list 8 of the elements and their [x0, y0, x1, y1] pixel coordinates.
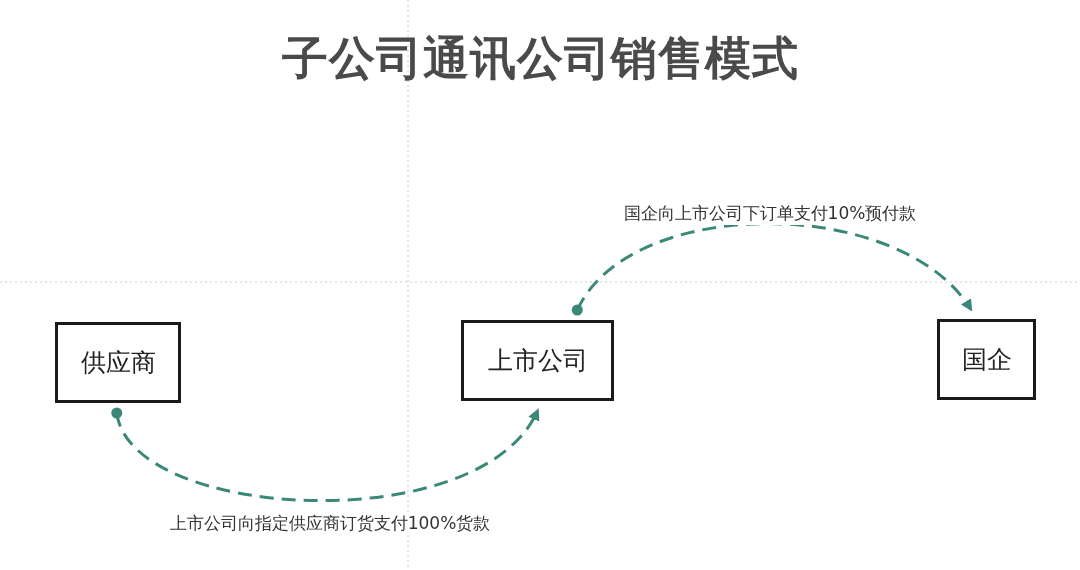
- dashed-arrow: [111, 407, 540, 502]
- entity-box: [937, 319, 1036, 400]
- node-label: 上市公司: [487, 345, 588, 377]
- entity-box: [461, 320, 614, 401]
- node-label: 国企: [961, 344, 1012, 376]
- diagram-title: 子公司通讯公司销售模式: [280, 30, 800, 87]
- node-label: 供应商: [80, 347, 156, 379]
- entity-box: [55, 322, 181, 403]
